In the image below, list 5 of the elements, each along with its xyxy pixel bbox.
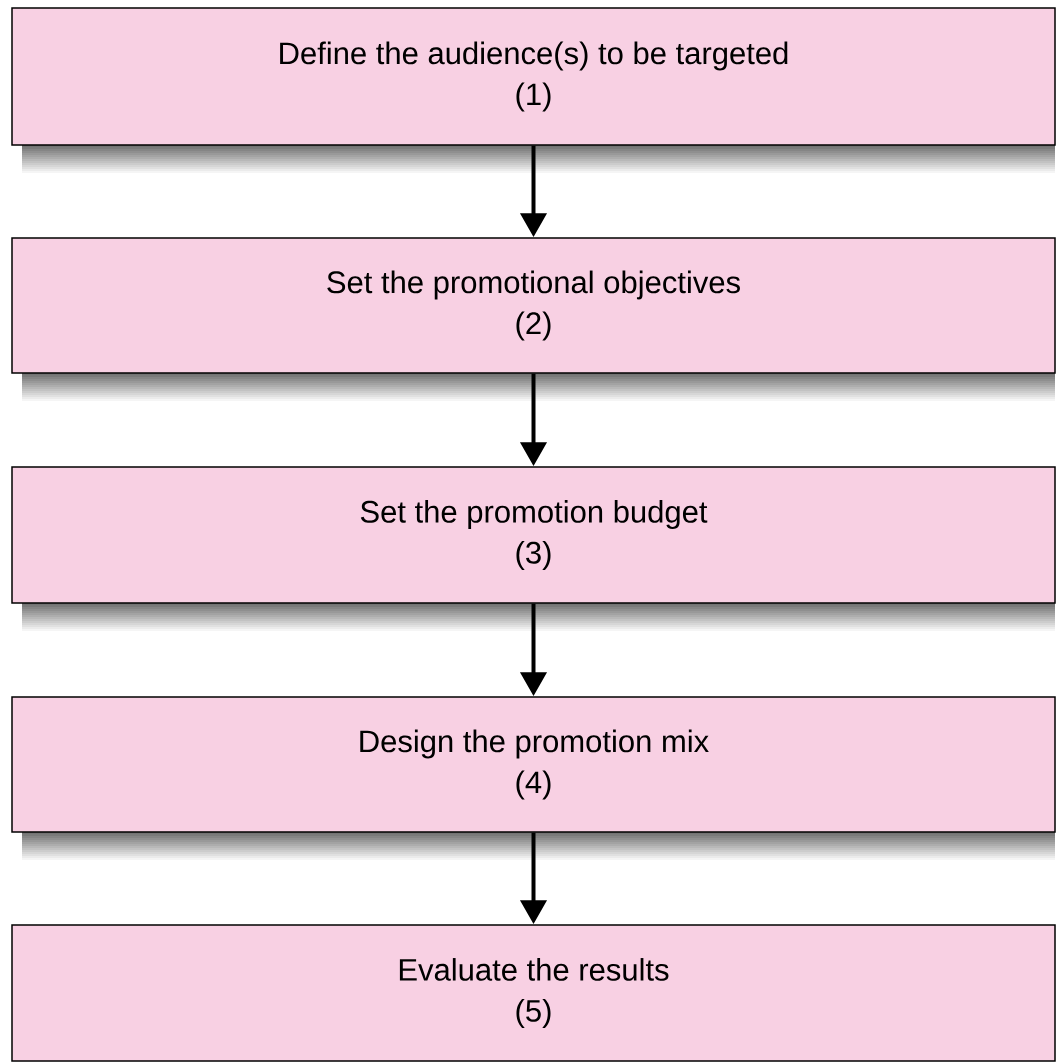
process-box: Evaluate the results (5) xyxy=(11,924,1056,1062)
process-box: Set the promotion budget (3) xyxy=(11,466,1056,633)
process-box: Design the promotion mix (4) xyxy=(11,696,1056,862)
process-box: Define the audience(s) to be targeted (1) xyxy=(11,7,1056,175)
process-box: Set the promotional objectives (2) xyxy=(11,237,1056,403)
